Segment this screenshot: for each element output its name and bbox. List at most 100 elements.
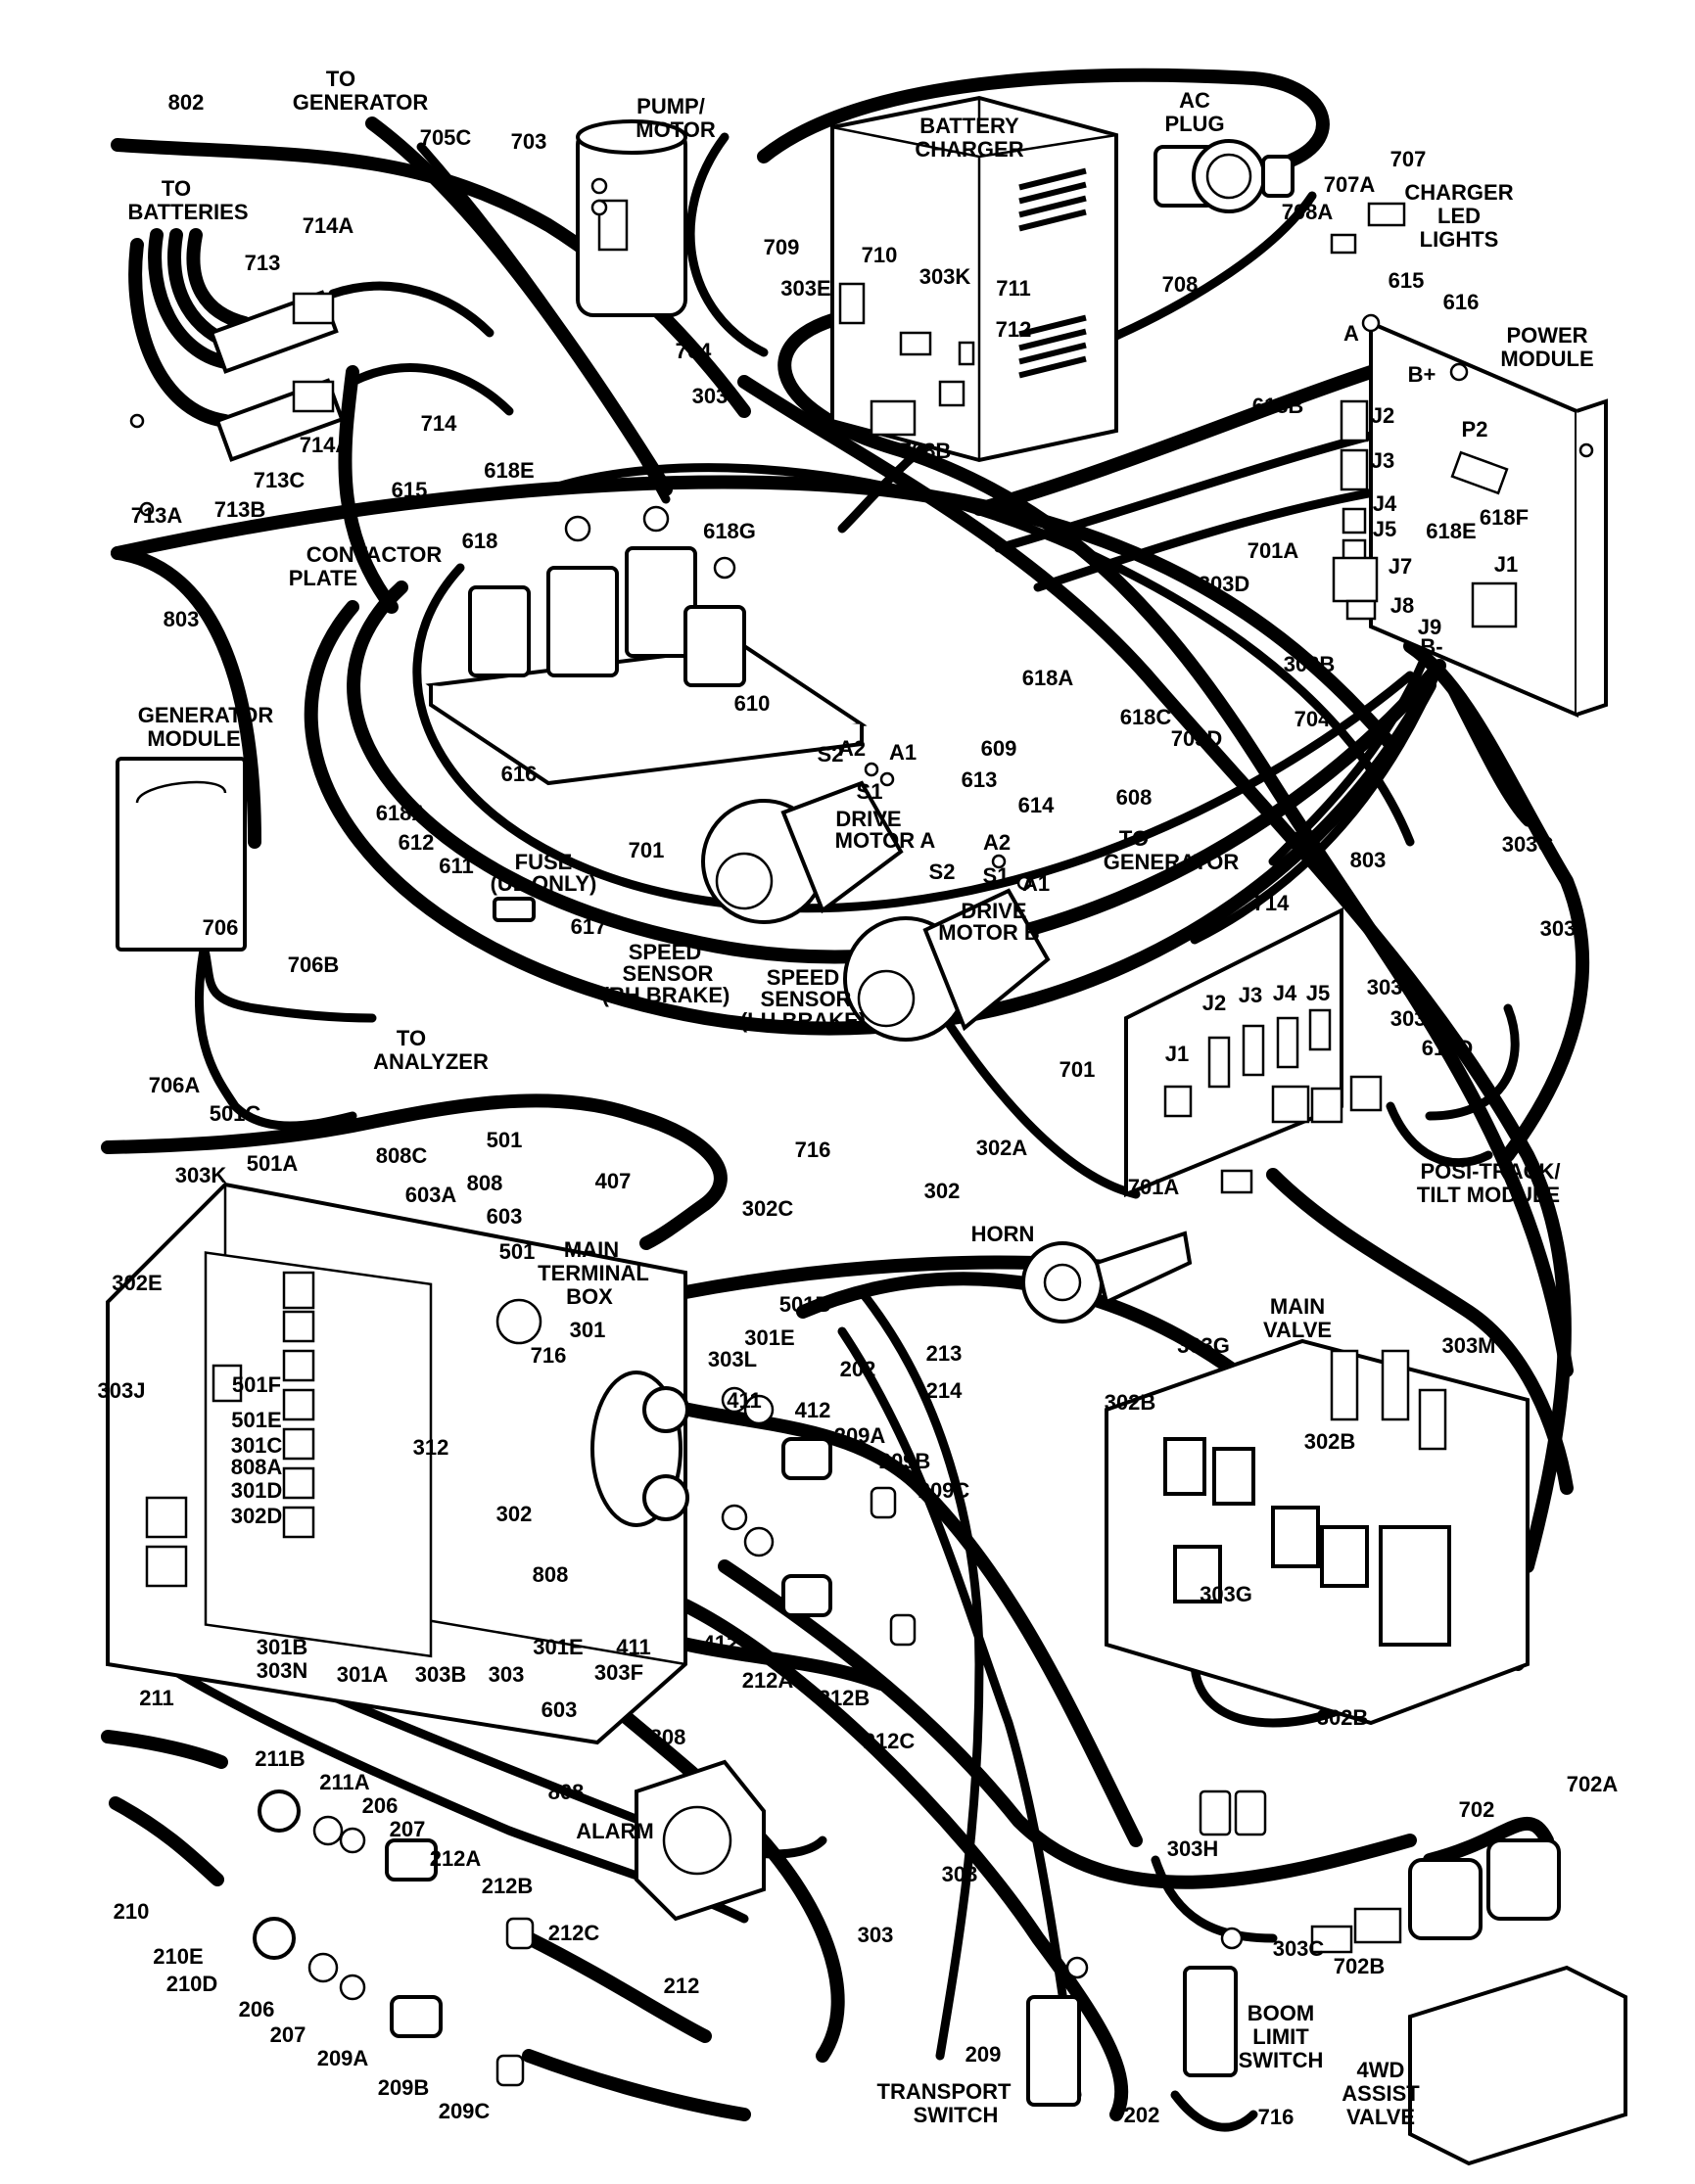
callout-label: 701 xyxy=(629,838,665,862)
callout-label: 212 xyxy=(664,1974,700,1998)
callout-label: PLATE xyxy=(289,566,357,590)
callout-label: 709 xyxy=(764,235,800,259)
callout-label: 207 xyxy=(270,2022,306,2047)
callout-label: 707A xyxy=(1324,172,1376,197)
callout-label: 303K xyxy=(175,1163,227,1187)
callout-label: TO xyxy=(397,1026,426,1050)
ac-plug xyxy=(1154,139,1295,213)
callout-label: 618A xyxy=(1022,666,1074,690)
callout-label: SPEED xyxy=(629,940,702,964)
callout-label: J4 xyxy=(1273,981,1297,1005)
callout-label: 708B xyxy=(900,439,952,463)
callout-label: 618E xyxy=(1426,519,1476,543)
posi-track-tilt-module xyxy=(1124,906,1383,1197)
callout-label: 618D xyxy=(1422,1036,1474,1060)
callout-label: S2 xyxy=(929,860,956,884)
callout-label: 713C xyxy=(254,468,306,492)
callout-label: SENSOR xyxy=(623,961,714,986)
callout-label: MOTOR xyxy=(636,117,716,142)
callout-label: 617 xyxy=(571,914,607,939)
callout-label: 714 xyxy=(421,411,457,436)
callout-label: TILT MODULE xyxy=(1417,1183,1560,1207)
callout-label: 708 xyxy=(1162,272,1199,297)
main-terminal-box xyxy=(106,1182,687,1745)
callout-label: 303E xyxy=(780,276,830,301)
callout-label: 716 xyxy=(1258,2105,1295,2129)
callout-label: 610 xyxy=(734,691,771,716)
callout-label: 701A xyxy=(1128,1175,1180,1199)
callout-label: 206 xyxy=(239,1997,275,2021)
horn xyxy=(1021,1231,1193,1324)
callout-label: 611 xyxy=(439,854,474,878)
callout-label: 301C xyxy=(231,1433,283,1458)
callout-label: 603 xyxy=(541,1697,578,1722)
callout-label: 716 xyxy=(531,1343,567,1368)
callout-label: SWITCH xyxy=(914,2103,999,2127)
callout-label: J2 xyxy=(1202,991,1226,1015)
callout-label: 206 xyxy=(362,1793,399,1818)
drive-motor-a xyxy=(701,762,904,924)
callout-label: 615 xyxy=(1389,268,1425,293)
callout-label: B- xyxy=(1420,634,1442,659)
callout-label: SWITCH xyxy=(1239,2048,1324,2072)
callout-label: BOX xyxy=(566,1284,613,1309)
callout-label: 212A xyxy=(742,1668,794,1693)
callout-label: 212C xyxy=(864,1729,916,1753)
callout-label: 618F xyxy=(1480,505,1529,530)
callout-label: 301A xyxy=(337,1662,389,1687)
callout-label: 407 xyxy=(595,1169,632,1193)
callout-label: 618G xyxy=(703,519,756,543)
callout-label: J1 xyxy=(1494,552,1518,577)
callout-label: MAIN xyxy=(1270,1294,1325,1319)
callout-label: 303B xyxy=(415,1662,467,1687)
callout-label: MOTOR B xyxy=(938,920,1039,945)
callout-label: 708A xyxy=(1282,200,1334,224)
callout-label: 303L xyxy=(708,1347,757,1371)
callout-label: 303G xyxy=(1177,1333,1230,1358)
303h-connector xyxy=(1199,1789,1267,1836)
power-module xyxy=(1332,313,1608,719)
alarm xyxy=(635,1759,766,1922)
callout-label: S2 xyxy=(818,742,844,767)
callout-label: 303 xyxy=(858,1923,894,1947)
callout-label: 209A xyxy=(317,2046,369,2070)
callout-label: 706A xyxy=(149,1073,201,1097)
transport-switch xyxy=(1026,1956,1089,2107)
callout-label: 210D xyxy=(166,1972,218,1996)
callout-label: 701 xyxy=(1059,1057,1096,1082)
callout-label: GENERATOR xyxy=(1104,850,1240,874)
callout-label: 301 xyxy=(570,1318,606,1342)
callout-label: 303N xyxy=(257,1658,308,1683)
callout-label: J3 xyxy=(1371,448,1394,473)
callout-label: 302A xyxy=(976,1136,1028,1160)
callout-label: 301D xyxy=(231,1478,283,1503)
callout-label: 302D xyxy=(231,1504,283,1528)
callout-label: TO xyxy=(1119,826,1149,851)
callout-label: CONTACTOR xyxy=(306,542,443,567)
callout-label: 303G xyxy=(1200,1582,1252,1606)
callout-label: 4WD xyxy=(1357,2058,1405,2082)
callout-label: 303B xyxy=(1367,975,1419,999)
callout-label: (RH BRAKE) xyxy=(602,983,730,1007)
batteries-connectors xyxy=(129,290,345,517)
callout-label: 303F xyxy=(594,1660,643,1685)
callout-label: 303M xyxy=(1441,1333,1495,1358)
callout-label: 211A xyxy=(319,1770,369,1794)
callout-label: 714A xyxy=(303,213,354,238)
callout-label: 808 xyxy=(650,1725,686,1749)
callout-label: 302C xyxy=(742,1196,794,1221)
battery-charger xyxy=(830,95,1118,463)
callout-label: 303 xyxy=(942,1862,978,1886)
callout-label: 618B xyxy=(1252,394,1304,418)
connector-set-upper xyxy=(642,1386,917,1647)
callout-label: S1 xyxy=(983,863,1010,888)
callout-label: 209C xyxy=(918,1478,970,1503)
callout-label: 303 xyxy=(489,1662,525,1687)
callout-label: 202 xyxy=(1124,2103,1160,2127)
callout-label: 714A xyxy=(300,433,352,457)
callout-label: 302E xyxy=(112,1271,162,1295)
callout-label: 412 xyxy=(795,1398,831,1422)
callout-label: J7 xyxy=(1389,554,1412,579)
callout-label: 303J xyxy=(98,1378,146,1403)
callout-label: 303A xyxy=(1390,1006,1442,1031)
